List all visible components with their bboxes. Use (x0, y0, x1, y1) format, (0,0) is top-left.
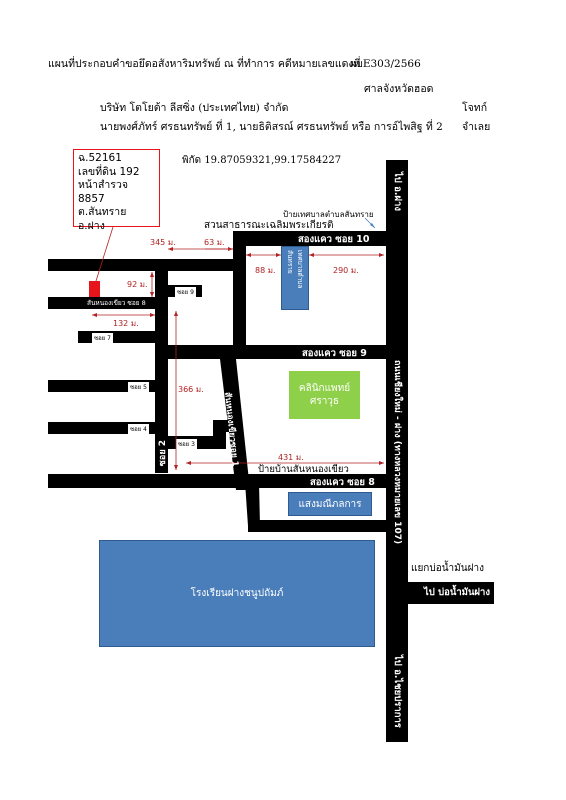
to-oil-well-label: ไป บ่อน้ำมันฝาง (424, 587, 490, 598)
to-chaiprakan-label: ไป อ.ไชยปราการ (392, 655, 403, 728)
parcel-marker (89, 281, 100, 297)
oil-well-road (408, 582, 494, 604)
distance-431: 431 ม. (278, 453, 304, 462)
parcel-land-no: เลขที่ดิน 192 (78, 165, 140, 178)
soi7-label: ซอย 7 (92, 333, 113, 343)
soi9-short-label: ซอย 9 (175, 287, 196, 297)
junction-label: แยกบ่อน้ำมันฝาง (411, 563, 484, 574)
clinic-building: คลินิกแพทย์ ศราวุธ (289, 371, 360, 419)
soi8-road (48, 474, 386, 488)
parcel-survey-page: หน้าสำรวจ 8857 (78, 179, 128, 205)
upper-left-road (48, 259, 246, 271)
shop-building: แสงมณีภลการ (288, 492, 372, 516)
distance-132: 132 ม. (113, 319, 139, 328)
coordinates-label: พิกัด 19.87059321,99.17584227 (182, 155, 342, 166)
bottom-connector-road (248, 520, 386, 532)
parcel-info-box: ฉ.52161 เลขที่ดิน 192 หน้าสำรวจ 8857 ต.ส… (73, 149, 160, 232)
municipality-building: เทศบาลตำบล สันทราย (281, 246, 309, 310)
soi5-label: ซอย 5 (128, 382, 149, 392)
soi9-label: สองแคว ซอย 9 (302, 348, 367, 359)
distance-63: 63 ม. (204, 238, 225, 247)
to-fang-label: ไป อ.ฝาง (392, 172, 403, 211)
distance-88: 88 ม. (255, 266, 276, 275)
park-label: สวนสาธารณะเฉลิมพระเกียรติ (204, 220, 334, 231)
parcel-subdistrict: ต.สันทราย (78, 206, 127, 218)
plaintiff-role: โจทก์ (462, 102, 488, 114)
sannongkhiao-soi8-label: สันหนองเขียว ซอย 8 (87, 299, 146, 307)
municipal-sign-label: ป้ายเทศบาลตำบลสันทราย (283, 210, 374, 219)
distance-345: 345 ม. (150, 238, 176, 247)
sannongkhiao-soi8-road (48, 297, 168, 309)
soi10-label: สองแคว ซอย 10 (298, 234, 370, 245)
court-name: ศาลจังหวัดฮอด (364, 83, 434, 95)
soi8-label: สองแคว ซอย 8 (310, 477, 375, 488)
defendant-names: นายพงศ์ภัทร์ ศรธนทรัพย์ ที่ 1, นายธิติสร… (100, 121, 443, 133)
soi10-road (233, 231, 386, 246)
soi3-label: ซอย 3 (176, 439, 197, 449)
school-building: โรงเรียนฝางชนูปถัมภ์ (99, 540, 375, 647)
distance-92: 92 ม. (127, 280, 148, 289)
distance-290: 290 ม. (333, 266, 359, 275)
soi2-road (155, 259, 168, 473)
soi4-label: ซอย 4 (128, 424, 149, 434)
plaintiff-name: บริษัท โตโยต้า ลีสซิ่ง (ประเทศไทย) จำกัด (100, 102, 289, 114)
shop-label: แสงมณีภลการ (298, 498, 362, 510)
sannongkhiao-soi1-road (220, 359, 250, 490)
village-sign-label: ป้ายบ้านสันหนองเขียว (258, 464, 349, 475)
school-label: โรงเรียนฝางชนูปถัมภ์ (190, 588, 284, 599)
map-title: แผนที่ประกอบคำขอยึดอสังหาริมทรัพย์ ณ ที่… (48, 58, 361, 70)
case-number: ผบE303/2566 (350, 58, 421, 70)
parcel-pointer-line (95, 226, 114, 282)
distance-366: 366 ม. (178, 385, 204, 394)
parcel-title-deed: ฉ.52161 (78, 152, 122, 164)
parcel-district: อ.ฝาง (78, 219, 105, 232)
main-highway-label: ถนนเชียงใหม่ - ฝาง (ทางหลวงหมายเลข 107) (392, 360, 402, 545)
main-highway (386, 160, 408, 742)
municipality-label: เทศบาลตำบล สันทราย (286, 250, 304, 289)
clinic-label: คลินิกแพทย์ ศราวุธ (298, 383, 351, 407)
soi9-road (168, 345, 386, 359)
defendant-role: จำเลย (462, 121, 491, 133)
lower-connector-road (245, 482, 260, 526)
